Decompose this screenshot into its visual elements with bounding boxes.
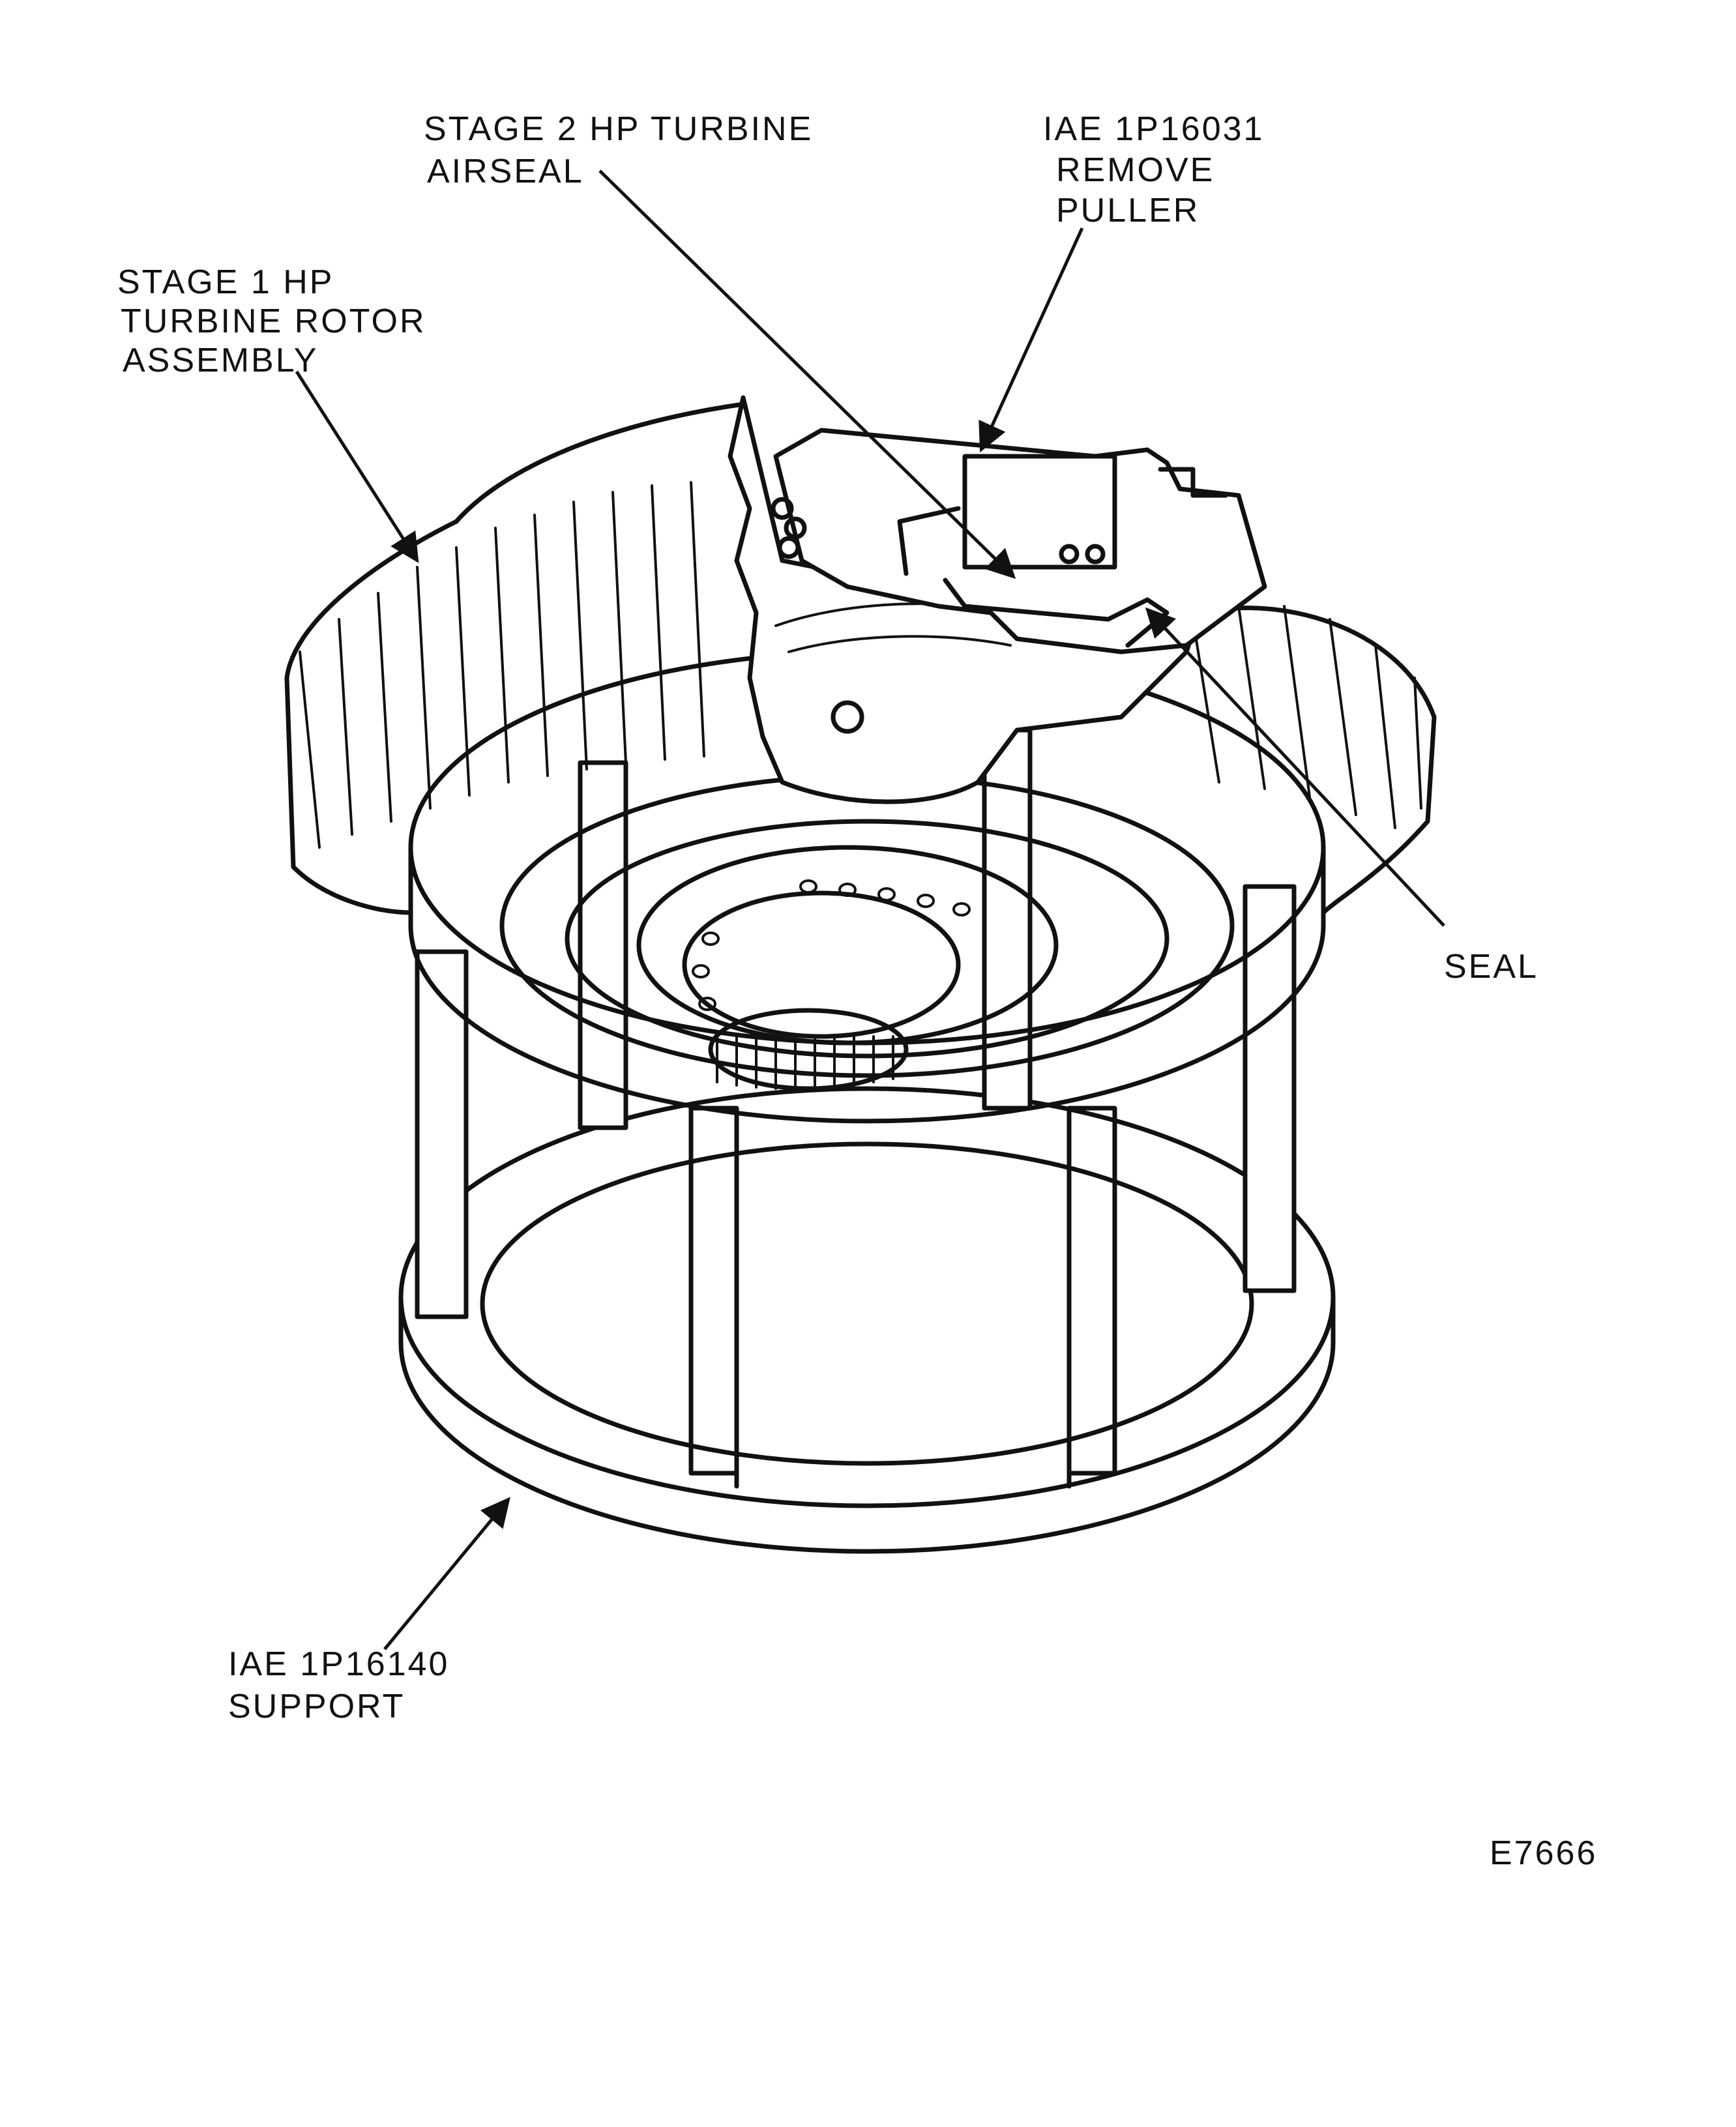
callout-support: IAE 1P16140 SUPPORT xyxy=(228,1645,461,1725)
callout-seal: SEAL xyxy=(1444,948,1538,986)
leader-stage1-rotor xyxy=(295,370,419,563)
fixing-screw xyxy=(1059,544,1080,565)
hub-cylinder xyxy=(734,1119,1072,1489)
callout-remove-puller: IAE 1P16031 REMOVE PULLER xyxy=(1043,110,1276,229)
support-post xyxy=(415,949,469,1319)
fixing-screw xyxy=(777,536,801,559)
hub-spline xyxy=(708,1008,909,1091)
support-ring-outer xyxy=(398,1086,1336,1508)
support-fixture xyxy=(398,727,1336,1554)
fixing-screw xyxy=(771,497,794,520)
fixing-screw xyxy=(1085,544,1106,565)
leader-support xyxy=(383,1497,510,1650)
support-ring-inner xyxy=(480,1141,1254,1466)
support-post xyxy=(1067,1106,1117,1476)
hub-bore xyxy=(682,890,961,1039)
support-post xyxy=(1243,884,1297,1293)
figure-number: E7666 xyxy=(1490,1834,1597,1872)
callout-stage2-airseal: STAGE 2 HP TURBINE AIRSEAL xyxy=(424,110,825,190)
support-post xyxy=(688,1106,739,1476)
leader-remove-puller xyxy=(978,227,1084,453)
leader-lines xyxy=(295,169,1445,1650)
fixing-screw xyxy=(784,516,807,540)
leader-stage2-airseal xyxy=(598,169,1016,579)
stage1-rotor-blades xyxy=(284,402,1437,915)
remove-puller-tool xyxy=(771,428,1267,654)
leader-seal xyxy=(1145,607,1445,927)
callout-stage1-rotor: STAGE 1 HP TURBINE ROTOR ASSEMBLY xyxy=(117,263,437,379)
cooling-holes xyxy=(692,879,971,1011)
bolt-head xyxy=(831,700,864,734)
